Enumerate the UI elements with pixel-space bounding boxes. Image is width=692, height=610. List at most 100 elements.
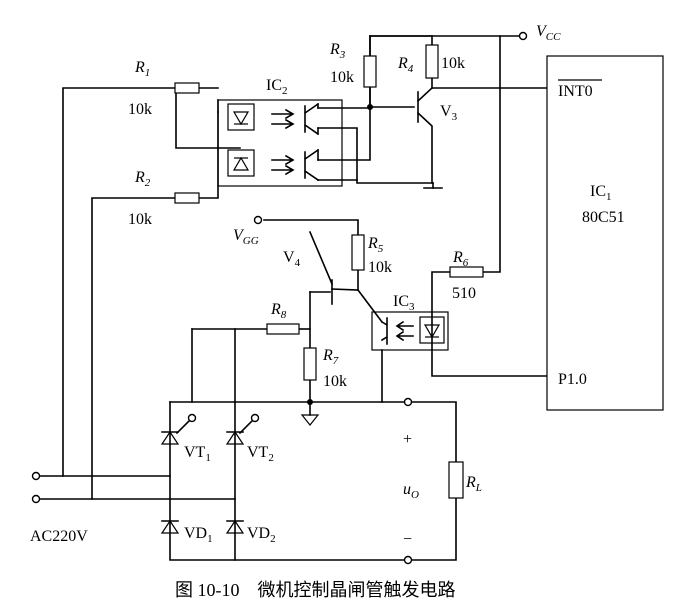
wire-load-bottom	[407, 497, 457, 561]
terminal-gate-vt1	[187, 413, 197, 423]
label-vcc: VCC	[536, 23, 561, 43]
label-vt1: VT1	[184, 444, 211, 464]
terminal-gate-vt2	[250, 413, 260, 423]
label-r1: R1	[134, 59, 150, 79]
wire-load-top	[407, 401, 457, 463]
value-r4: 10k	[441, 55, 465, 72]
terminal-vgg	[253, 215, 263, 225]
wire-r2-ic2	[198, 111, 219, 199]
ac-line-top	[39, 87, 176, 477]
ic2-led1-frame	[227, 103, 255, 131]
terminals	[31, 31, 528, 565]
wire-led-bus	[175, 91, 241, 149]
labels: R1 10k R2 10k R3 10k R4 10k R5 10k R6 51…	[30, 23, 625, 600]
ic2-arrow1a	[271, 108, 295, 120]
terminal-ac1	[31, 471, 41, 481]
bridge-devices	[160, 430, 245, 534]
label-r8: R8	[270, 301, 287, 321]
label-ac: AC220V	[30, 528, 88, 545]
resistor-r1	[174, 82, 200, 94]
wire-r6-p10	[431, 271, 548, 377]
resistor-r5	[351, 234, 365, 271]
resistor-rl	[448, 461, 464, 499]
label-r3: R3	[329, 41, 346, 61]
ic2-led2	[232, 156, 250, 171]
wire-to-ic3	[356, 288, 384, 324]
ic3-arrow1	[395, 320, 414, 332]
terminal-ac2	[31, 494, 41, 504]
label-vd1: VD1	[184, 525, 213, 545]
value-r1: 10k	[128, 101, 152, 118]
thyristor-vt1	[160, 430, 180, 445]
label-r6: R6	[452, 249, 469, 269]
ic2-box	[217, 99, 343, 187]
terminal-vcc	[518, 31, 528, 41]
diode-vd1	[160, 519, 180, 534]
figure-caption: 图 10-10 微机控制晶闸管触发电路	[175, 580, 456, 600]
v3-emitter	[416, 111, 433, 184]
terminal-out-minus	[403, 555, 413, 565]
label-r2: R2	[134, 169, 151, 189]
label-ic2: IC2	[266, 77, 288, 97]
ic2-led2-frame	[227, 149, 255, 177]
wire-vgg	[263, 219, 359, 236]
label-r7: R7	[322, 347, 339, 367]
wire-ic2-emitter	[317, 127, 434, 184]
ic3-led-frame	[419, 316, 445, 344]
v3-collector	[416, 86, 434, 103]
label-plus: +	[403, 431, 412, 448]
value-r5: 10k	[368, 259, 392, 276]
pin-int0: INT0	[558, 83, 593, 100]
resistor-r7	[303, 347, 317, 381]
label-vgg: VGG	[233, 227, 259, 247]
label-rl: RL	[465, 474, 482, 494]
diode-vd2	[225, 519, 245, 534]
resistor-r6	[449, 266, 484, 278]
pin-p10: P1.0	[558, 371, 587, 388]
ic2-arrow1b	[271, 118, 295, 130]
v4-emitter-to-vgg	[308, 230, 334, 286]
resistor-r2	[174, 192, 200, 204]
label-vt2: VT2	[247, 444, 274, 464]
label-minus: −	[403, 531, 412, 548]
terminal-out-plus	[403, 397, 413, 407]
label-v3: V3	[440, 103, 458, 123]
optocoupler-ic3	[371, 311, 449, 351]
label-uo: uO	[403, 481, 419, 501]
resistor-r3	[363, 55, 377, 88]
v4-collector	[331, 288, 359, 291]
bridge-frame	[169, 401, 409, 561]
wire-ic2-collector2	[317, 103, 371, 161]
label-vd2: VD2	[247, 525, 276, 545]
ic2-led1	[232, 111, 250, 126]
ground-symbol	[300, 414, 320, 426]
label-ic1-part: 80C51	[582, 209, 625, 226]
value-r3: 10k	[330, 69, 354, 86]
resistors	[174, 44, 484, 499]
junction-r3	[367, 104, 373, 110]
thyristor-vt2	[225, 430, 245, 445]
ic3-led	[423, 324, 441, 339]
junction-bus	[307, 399, 313, 405]
mcu-ic1	[546, 55, 664, 411]
optocoupler-ic2	[217, 99, 343, 187]
label-r5: R5	[367, 235, 384, 255]
ic2-photo-transistor1	[303, 102, 320, 136]
label-ic3: IC3	[393, 293, 415, 313]
value-r7: 10k	[323, 373, 347, 390]
ic3-arrow2	[395, 330, 414, 342]
wire-vcc-r6	[482, 35, 501, 273]
wires	[39, 35, 548, 561]
ic2-photo-transistor2	[303, 148, 320, 182]
value-r6: 510	[452, 285, 476, 302]
label-v4: V4	[283, 249, 301, 269]
label-r4: R4	[397, 55, 414, 75]
ic2-arrow2b	[271, 164, 295, 176]
label-ic1: IC1	[590, 183, 612, 203]
ac-line-bottom	[39, 197, 176, 500]
junctions	[307, 104, 373, 405]
resistor-r4	[425, 44, 439, 79]
ic2-arrow2a	[271, 154, 295, 166]
resistor-r8	[266, 323, 300, 335]
